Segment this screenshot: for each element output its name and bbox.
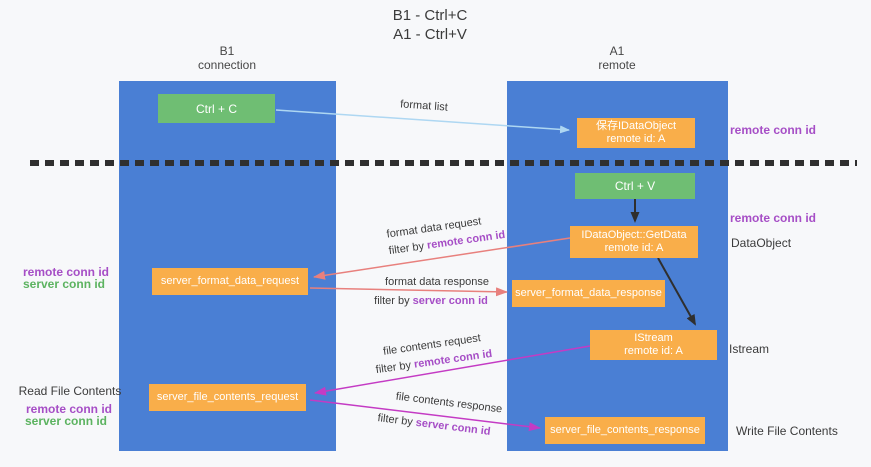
remote-conn-id-right-2: remote conn id — [730, 211, 817, 225]
getdata-line1: IDataObject::GetData — [581, 229, 687, 241]
remote-conn-id-left-2: remote conn id — [25, 402, 113, 416]
right-column-title: A1 — [609, 44, 625, 58]
dataobject-label: DataObject — [731, 236, 792, 250]
left-column-header: B1 connection — [198, 44, 256, 72]
server-conn-id-left-2: server conn id — [24, 414, 108, 428]
ctrl-c-box: Ctrl + C — [158, 94, 275, 123]
server-file-contents-request-box: server_file_contents_request — [149, 384, 306, 411]
format-list-label: format list — [399, 98, 449, 114]
save-dataobject-line2: remote id: A — [606, 133, 666, 145]
server-file-contents-response-label: server_file_contents_response — [550, 424, 700, 436]
server-format-data-request-label: server_format_data_request — [160, 275, 300, 287]
server-format-data-response-label: server_format_data_response — [515, 287, 662, 299]
ctrl-v-box: Ctrl + V — [575, 173, 695, 199]
remote-conn-id-left-1: remote conn id — [22, 265, 110, 279]
istream-line1: IStream — [634, 332, 673, 344]
left-column-subtitle: connection — [197, 58, 257, 72]
title-line-2: A1 - Ctrl+V — [393, 26, 467, 43]
server-conn-id-text: server conn id — [412, 295, 488, 307]
server-format-data-request-box: server_format_data_request — [152, 268, 308, 295]
server-format-data-response-box: server_format_data_response — [512, 280, 665, 307]
filter-prefix: filter by — [376, 412, 417, 429]
server-file-contents-response-box: server_file_contents_response — [545, 417, 705, 444]
save-dataobject-box: 保存IDataObject remote id: A — [577, 118, 695, 148]
getdata-line2: remote id: A — [604, 242, 664, 254]
right-column-header: A1 remote — [598, 44, 635, 72]
server-conn-id-text: server conn id — [415, 416, 492, 438]
left-column-title: B1 — [219, 44, 235, 58]
getdata-box: IDataObject::GetData remote id: A — [570, 226, 698, 258]
file-contents-response-label: file contents response — [395, 390, 503, 416]
filter-prefix: filter by — [388, 239, 428, 258]
server-file-contents-request-label: server_file_contents_request — [156, 391, 299, 403]
filter-by-server-conn-id-label-1: filter by server conn id — [374, 295, 488, 307]
ctrl-v-label: Ctrl + V — [614, 179, 656, 193]
format-data-response-label: format data response — [385, 276, 489, 288]
istream-line2: remote id: A — [624, 345, 683, 357]
save-dataobject-line1: 保存IDataObject — [595, 120, 677, 132]
ctrl-c-label: Ctrl + C — [195, 101, 237, 116]
filter-prefix: filter by — [375, 358, 415, 377]
server-conn-id-left-1: server conn id — [22, 277, 106, 291]
istream-side-label: Istream — [729, 342, 770, 356]
filter-prefix: filter by — [374, 295, 413, 307]
read-file-contents-label: Read File Contents — [18, 384, 122, 398]
write-file-contents-label: Write File Contents — [736, 424, 838, 438]
title-line-1: B1 - Ctrl+C — [392, 7, 468, 24]
format-data-response-arrow — [309, 287, 508, 297]
filter-by-server-conn-id-label-2: filter by server conn id — [377, 412, 491, 438]
diagram-title: B1 - Ctrl+C A1 - Ctrl+V — [393, 6, 468, 44]
istream-box: IStream remote id: A — [590, 330, 717, 360]
right-column-subtitle: remote — [598, 58, 636, 72]
remote-conn-id-right-1: remote conn id — [730, 123, 817, 137]
